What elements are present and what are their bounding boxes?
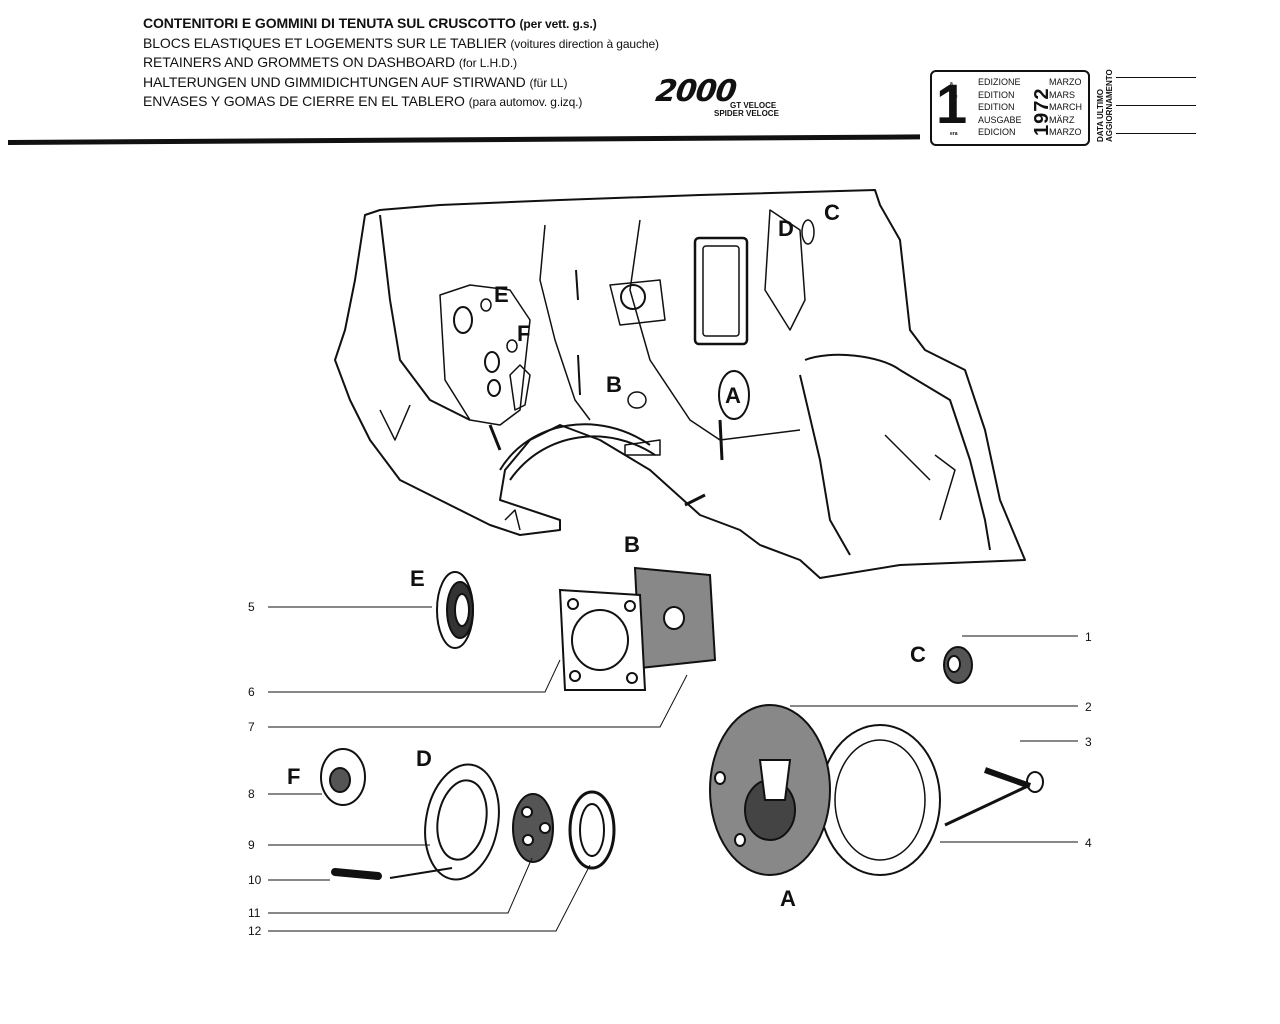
part-number-10: 10 (248, 873, 262, 887)
edition-number: 1 (936, 72, 968, 135)
part-numbers: 1 2 3 4 5 6 7 8 9 10 11 12 (248, 600, 1092, 938)
panel-label-b: B (606, 372, 622, 397)
title-italian: CONTENITORI E GOMMINI DI TENUTA SUL CRUS… (143, 15, 597, 31)
model-line-1: GT VELOCE (730, 101, 777, 110)
part-f-grommet (320, 748, 366, 806)
part-e-grommet (436, 571, 474, 649)
part-number-2: 2 (1085, 700, 1092, 714)
title-french: BLOCS ELASTIQUES ET LOGEMENTS SUR LE TAB… (143, 34, 659, 51)
part-c-nut (943, 646, 973, 684)
panel-label-d: D (778, 216, 794, 241)
exploded-label-a: A (780, 886, 796, 911)
part-number-12: 12 (248, 924, 262, 938)
panel-location-labels: E F B A D C (494, 200, 840, 408)
exploded-label-d: D (416, 746, 432, 771)
exploded-label-f: F (287, 764, 300, 789)
part-number-4: 4 (1085, 836, 1092, 850)
title-english: RETAINERS AND GROMMETS ON DASHBOARD (for… (143, 54, 517, 71)
exploded-label-e: E (410, 566, 425, 591)
part-number-6: 6 (248, 685, 255, 699)
panel-label-f: F (517, 321, 530, 346)
part-number-9: 9 (248, 838, 255, 852)
part-b-plates (558, 566, 717, 691)
panel-label-a: A (725, 383, 741, 408)
part-number-1: 1 (1085, 630, 1092, 644)
model-line-2: SPIDER VELOCE (714, 109, 779, 118)
leader-lines (268, 606, 1078, 932)
title-block: CONTENITORI E GOMMINI DI TENUTA SUL CRUS… (143, 14, 763, 112)
part-number-11: 11 (248, 906, 261, 920)
panel-label-c: C (824, 200, 840, 225)
part-number-7: 7 (248, 720, 255, 734)
update-line-1 (1116, 77, 1196, 78)
dashboard-panel (334, 189, 1026, 579)
model-logo: 2000 GT VELOCE SPIDER VELOCE (654, 74, 786, 128)
title-german: HALTERUNGEN UND GIMMIDICHTUNGEN AUF STIR… (143, 73, 568, 90)
part-a-block (709, 704, 1044, 876)
part-number-3: 3 (1085, 735, 1092, 749)
part-number-5: 5 (248, 600, 255, 614)
update-line-2 (1116, 105, 1196, 106)
title-spanish: ENVASES Y GOMAS DE CIERRE EN EL TABLERO … (143, 93, 583, 110)
panel-label-e: E (494, 282, 509, 307)
part-d-retainer (331, 763, 616, 881)
exploded-label-c: C (910, 642, 926, 667)
exploded-label-b: B (624, 532, 640, 557)
update-line-3 (1116, 133, 1196, 134)
part-number-8: 8 (248, 787, 255, 801)
